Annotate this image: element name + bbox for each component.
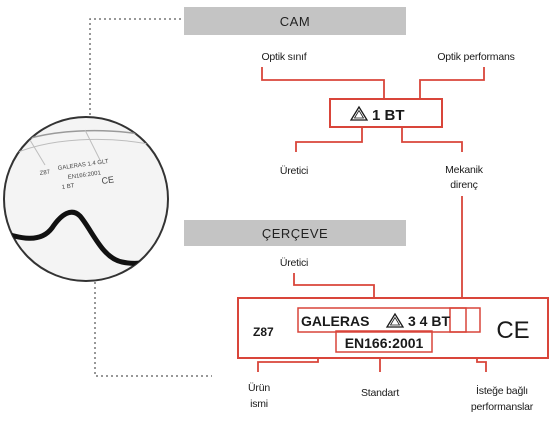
label-mechanical-line2: direnç: [450, 179, 477, 191]
lens-marking-value: 1 BT: [372, 107, 405, 124]
frame-prefix: Z87: [253, 325, 274, 339]
label-product-line2: ismi: [250, 398, 268, 410]
frame-marking-box: Z87 GALERAS 3 4 BT EN166:2001 CE: [237, 297, 549, 359]
lens-header-label: CAM: [280, 14, 310, 29]
label-standard: Standart: [361, 387, 399, 399]
lens-stripe: [29, 139, 46, 166]
frame-marking-optional-box: [449, 307, 481, 333]
lens-header-bar: [184, 7, 406, 35]
frame-section-header: ÇERÇEVE: [184, 220, 406, 246]
frame-ce-mark: CE: [496, 317, 529, 344]
dotted-leader-lines: [89, 18, 212, 377]
lens-magnifier: GALERAS 1.4 GLT EN166:2001 1 BT Z87 CE: [3, 116, 169, 282]
magnifier-circle: [3, 116, 169, 282]
label-product-line1: Ürün: [248, 382, 270, 394]
dotted-leader-top: [89, 18, 183, 140]
connector-optical-class: [261, 67, 385, 100]
lens-marking-frame: [329, 98, 443, 128]
lens-marking-line3: 1 BT: [61, 183, 75, 191]
lens-marking-line4: Z87: [39, 170, 51, 177]
connector-mechanical: [401, 127, 463, 152]
dotted-leader-bottom: [94, 272, 212, 377]
frame-header-label: ÇERÇEVE: [262, 226, 328, 241]
connector-manufacturer: [295, 127, 363, 152]
label-mechanical-line1: Mekanik: [445, 164, 484, 176]
warning-triangle-icon: [385, 312, 405, 328]
label-frame-manufacturer: Üretici: [280, 257, 308, 269]
frame-marking-name-box: [297, 307, 467, 333]
lens-ce-mark: CE: [101, 174, 115, 186]
label-optical-performance: Optik performans: [437, 51, 514, 63]
lens-marking-box: 1 BT: [329, 98, 443, 128]
connector-optical-performance: [419, 67, 485, 100]
frame-wave: [4, 209, 168, 266]
label-optical-class: Optik sınıf: [261, 51, 306, 63]
label-lens-manufacturer: Üretici: [280, 165, 308, 177]
lens-connectors: [261, 67, 485, 152]
frame-marking-value: 3 4 BT: [408, 313, 450, 329]
frame-standard: EN166:2001: [345, 335, 424, 351]
frame-name: GALERAS: [301, 313, 369, 329]
lens-stripe: [84, 129, 101, 161]
frame-header-bar: [184, 220, 406, 246]
frame-marking-standard-box: [335, 330, 433, 353]
lens-section-header: CAM: [184, 7, 406, 35]
label-optional-line2: performanslar: [471, 401, 534, 413]
lens-marking-line2: EN166:2001: [67, 170, 102, 181]
warning-triangle-icon: [349, 105, 369, 121]
label-optional-line1: İsteğe bağlı: [476, 384, 528, 397]
